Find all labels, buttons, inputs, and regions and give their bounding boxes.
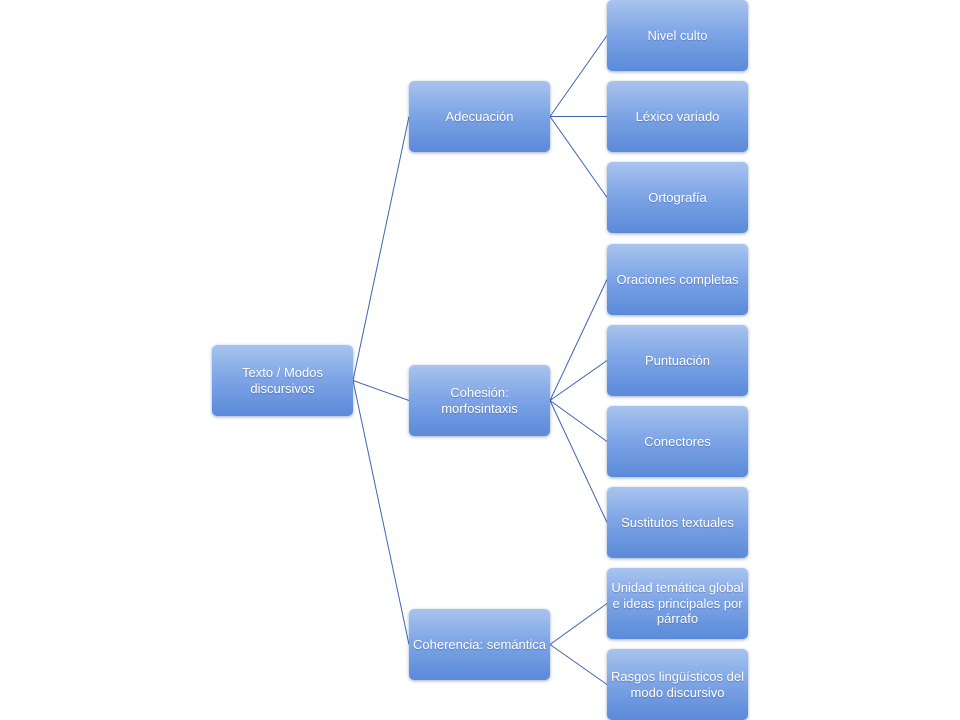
leaf-node-lexico-variado: Léxico variado: [607, 81, 748, 152]
connector-line: [549, 360, 608, 401]
connector-line: [549, 35, 608, 117]
leaf-node-label: Sustitutos textuales: [621, 514, 734, 530]
branch-node-label: Adecuación: [445, 108, 514, 124]
connector-line: [352, 380, 410, 645]
leaf-node-label: Oraciones completas: [616, 271, 739, 287]
connector-line: [549, 279, 608, 401]
connector-line: [549, 116, 608, 198]
connector-line: [549, 400, 608, 523]
leaf-node-label: Léxico variado: [635, 108, 720, 124]
leaf-node-label: Rasgos lingüísticos del modo discursivo: [611, 668, 744, 700]
branch-node-adecuacion: Adecuación: [409, 81, 550, 152]
leaf-node-nivel-culto: Nivel culto: [607, 0, 748, 71]
connector-line: [549, 603, 608, 645]
leaf-node-unidad-tematica: Unidad temática global e ideas principal…: [607, 568, 748, 639]
leaf-node-label: Conectores: [644, 433, 711, 449]
branch-node-label: Cohesión: morfosintaxis: [441, 384, 518, 416]
leaf-node-oraciones-completas: Oraciones completas: [607, 244, 748, 315]
root-node: Texto / Modos discursivos: [212, 345, 353, 416]
leaf-node-sustitutos-textuales: Sustitutos textuales: [607, 487, 748, 558]
leaf-node-label: Unidad temática global e ideas principal…: [611, 580, 744, 627]
connector-line: [352, 380, 410, 401]
connector-line: [549, 644, 608, 685]
leaf-node-rasgos-linguisticos: Rasgos lingüísticos del modo discursivo: [607, 649, 748, 720]
connector-line: [352, 116, 410, 381]
branch-node-label: Coherencia: semántica: [413, 636, 546, 652]
branch-node-coherencia: Coherencia: semántica: [409, 609, 550, 680]
leaf-node-puntuacion: Puntuación: [607, 325, 748, 396]
leaf-node-label: Nivel culto: [647, 27, 708, 43]
leaf-node-label: Puntuación: [644, 352, 711, 368]
connector-line: [549, 400, 608, 442]
leaf-node-label: Ortografía: [648, 189, 707, 205]
branch-node-cohesion: Cohesión: morfosintaxis: [409, 365, 550, 436]
leaf-node-conectores: Conectores: [607, 406, 748, 477]
root-node-label: Texto / Modos discursivos: [242, 364, 323, 396]
leaf-node-ortografia: Ortografía: [607, 162, 748, 233]
